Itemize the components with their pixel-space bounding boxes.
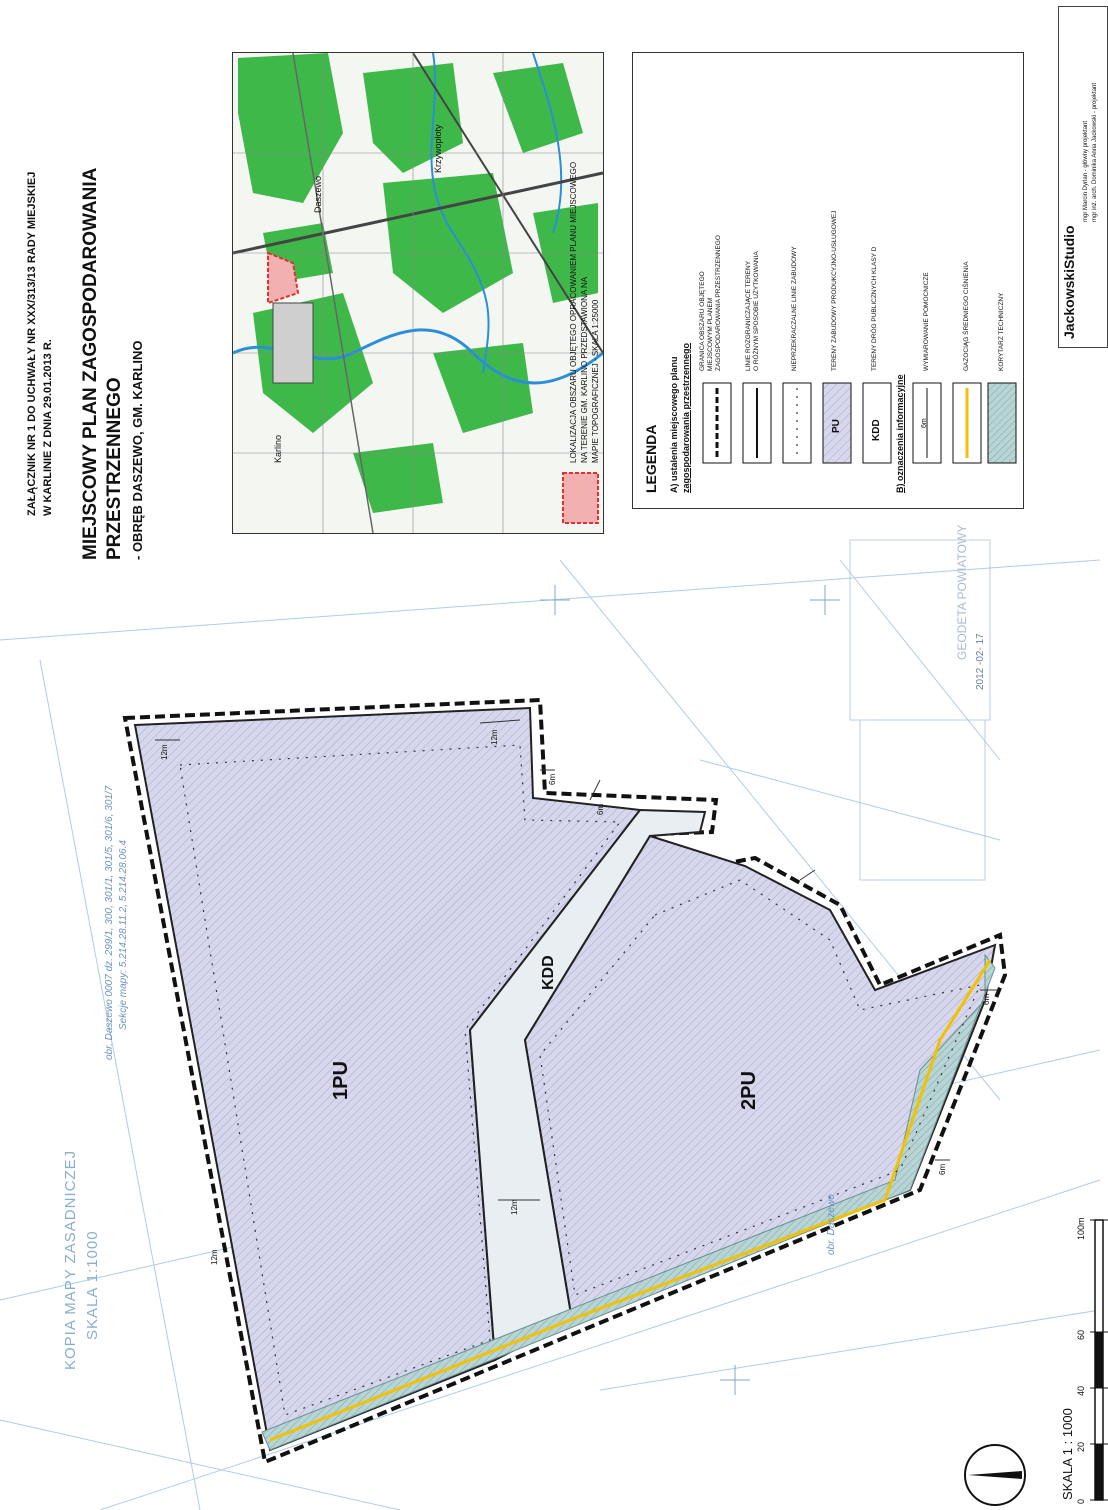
- dim-label: 6m: [938, 1163, 947, 1175]
- plan-title: MIEJSCOWY PLAN ZAGOSPODAROWANIA: [80, 167, 101, 560]
- studio-person: mgr inż. arch. Dominika Anna Jackowski -…: [1092, 82, 1098, 222]
- map-sections: Sekcje mapy: 5.214.28.11.2, 5.214.28.06.…: [118, 840, 129, 1030]
- plan-boundary: [122, 697, 1008, 1465]
- scale-block: SKALA 1 : 1000 0 20 40 60 100m: [1030, 1200, 1108, 1510]
- scale-label: SKALA 1 : 1000: [1060, 1408, 1075, 1500]
- legend-code-kdd: KDD: [871, 419, 882, 441]
- place-label: Krzywopłoty: [433, 124, 443, 173]
- dim-label: 12m: [490, 729, 499, 745]
- gas-pipeline: [269, 959, 992, 1442]
- legend-code-pu: PU: [831, 419, 842, 433]
- stamp-date: 2012 -02- 17: [975, 633, 986, 690]
- road-kdd-label: KDD: [540, 955, 557, 990]
- technical-corridor: [261, 953, 996, 1451]
- parcel-list: obr. Daszewo 0007 dz. 299/1, 300, 301/1,…: [104, 785, 115, 1060]
- plan-title-2: PRZESTRZENNEGO: [104, 377, 125, 560]
- basemap-label: KOPIA MAPY ZASADNICZEJ: [62, 1149, 79, 1370]
- legend-symbols: [702, 382, 1017, 464]
- scale-tick: 40: [1076, 1385, 1086, 1396]
- plan-subtitle: - OBRĘB DASZEWO, GM. KARLINO: [130, 340, 145, 560]
- studio-block: JackowskiStudio mgr Marcin Dyrlan - głów…: [1058, 6, 1108, 348]
- legend-item-text: TERENY ZABUDOWY PRODUKCYJNO-USŁUGOWEJ: [831, 210, 838, 371]
- dim-label: 12m: [510, 1199, 519, 1215]
- legend-item-text: O RÓŻNYM SPOSOBIE UŻYTKOWANIA: [753, 251, 760, 371]
- zone-1pu-label: 1PU: [330, 1061, 352, 1100]
- building-line-1pu: [179, 744, 622, 1416]
- legend-dim-sample: 6m: [921, 418, 928, 428]
- studio-person: mgr Marcin Dyrlan - główny projektant: [1083, 120, 1089, 222]
- resolution-line2: W KARLINIE Z DNIA 29.01.2013 R.: [42, 339, 54, 516]
- dim-label: 6m: [596, 803, 605, 815]
- legend-item-text: TERENY DRÓG PUBLICZNYCH KLASY D: [871, 246, 878, 371]
- location-caption: NA TERENIE GM. KARLINO PRZEDSTAWIONA NA: [580, 276, 589, 463]
- scale-tick: 0: [1076, 1498, 1086, 1504]
- dim-label: 12m: [160, 744, 169, 760]
- dim-label: 6m: [982, 993, 991, 1005]
- scale-tick: 20: [1076, 1441, 1086, 1452]
- legend-section-b: B) oznaczenia informacyjne: [895, 374, 905, 493]
- resolution-line1: ZAŁĄCZNIK NR 1 DO UCHWAŁY NR XXX/313/13 …: [26, 171, 38, 516]
- location-caption: MAPIE TOPOGRAFICZNEJ - SKALA 1:25000: [591, 299, 600, 463]
- legend-item-text: GRANICA OBSZARU OBJĘTEGO: [699, 271, 706, 371]
- location-map: Karlino Daszewo Krzywopłoty LOKALIZACJA …: [232, 52, 604, 534]
- legend-item-text: KORYTARZ TECHNICZNY: [998, 292, 1005, 371]
- dimension-markers: [155, 719, 998, 1201]
- basemap-scale-label: SKALA 1:1000: [84, 1230, 101, 1340]
- dim-label: 12m: [210, 1249, 219, 1265]
- geodetic-stamp: GEODETA POWIATOWY: [955, 524, 969, 660]
- obr-label: obr. Daszewo: [826, 1194, 837, 1255]
- legend-item-text: MIEJSCOWYM PLANEM: [707, 297, 714, 371]
- place-label: Karlino: [273, 434, 283, 463]
- scale-tick: 60: [1076, 1329, 1086, 1340]
- dim-label: 6m: [548, 773, 557, 785]
- place-label: Daszewo: [313, 175, 323, 213]
- scale-bar: [1090, 1219, 1108, 1501]
- north-arrow-icon: [964, 1444, 1026, 1506]
- legend-item-text: WYMIAROWANIE POMOCNICZE: [923, 272, 930, 371]
- zone-2pu-label: 2PU: [738, 1071, 760, 1110]
- topo-map: [233, 53, 603, 533]
- legend-item-text: LINIE ROZGRANICZAJĄCE TERENY: [745, 260, 752, 371]
- legend-item-text: GAZOCIĄG ŚREDNIEGO CIŚNIENIA: [963, 261, 970, 371]
- studio-name: JackowskiStudio: [1061, 225, 1077, 339]
- basemap-lines: [0, 559, 1101, 1510]
- stamp-boxes: [849, 539, 991, 881]
- legend-item-text: ZAGOSPODAROWANIA PRZESTRZENNEGO: [715, 235, 722, 371]
- location-caption: LOKALIZACJA OBSZARU OBJĘTEGO OPRACOWANIE…: [569, 161, 578, 463]
- title-block: ZAŁĄCZNIK NR 1 DO UCHWAŁY NR XXX/313/13 …: [0, 0, 230, 600]
- legend-item-text: NIEPRZEKRACZALNE LINIE ZABUDOWY: [791, 246, 798, 371]
- legend: LEGENDA A) ustalenia miejscowego planu z…: [632, 52, 1024, 509]
- building-line-2pu: [539, 879, 982, 1296]
- scale-tick: 100m: [1076, 1217, 1086, 1240]
